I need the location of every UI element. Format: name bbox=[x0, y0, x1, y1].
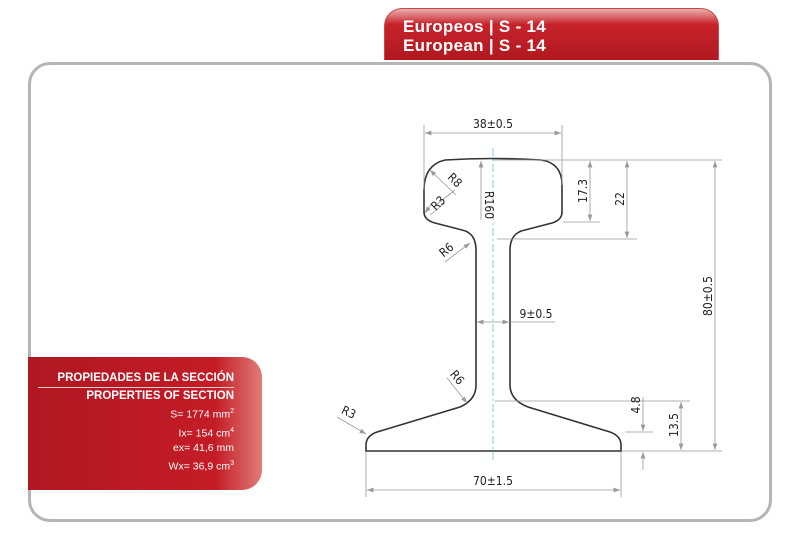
radius-r6-top: R6 bbox=[436, 240, 456, 260]
drawing-frame bbox=[28, 62, 772, 522]
dim-total-height: 80±0.5 bbox=[701, 276, 715, 316]
section-properties-panel: PROPIEDADES DE LA SECCIÓN PROPERTIES OF … bbox=[28, 357, 262, 490]
divider bbox=[38, 387, 234, 388]
radius-r6-bottom: R6 bbox=[447, 367, 467, 387]
property-centroid: ex= 41,6 mm bbox=[173, 442, 234, 454]
title-spanish: Europeos | S - 14 bbox=[403, 17, 547, 36]
properties-title-es: PROPIEDADES DE LA SECCIÓN bbox=[57, 372, 234, 384]
dim-head-height: 17.3 bbox=[576, 179, 590, 203]
title-english: European | S - 14 bbox=[403, 36, 547, 55]
dim-head-width: 38±0.5 bbox=[473, 117, 513, 131]
dim-foot-width: 70±1.5 bbox=[473, 474, 513, 488]
dim-head-total: 22 bbox=[613, 192, 627, 206]
property-modulus: Wx= 36,9 cm3 bbox=[168, 460, 234, 473]
properties-title-en: PROPERTIES OF SECTION bbox=[86, 390, 234, 402]
radius-r160: R160 bbox=[482, 191, 496, 219]
dim-foot-edge: 4.8 bbox=[629, 396, 643, 413]
title-tab: Europeos | S - 14 European | S - 14 bbox=[384, 8, 719, 60]
property-inertia: Ix= 154 cm4 bbox=[178, 426, 234, 440]
radius-r3-foot: R3 bbox=[339, 403, 358, 422]
property-area: S= 1774 mm2 bbox=[170, 408, 234, 421]
radius-r3-head: R3 bbox=[428, 193, 448, 213]
dim-foot-height: 13.5 bbox=[667, 413, 681, 437]
dim-web-thickness: 9±0.5 bbox=[519, 307, 552, 321]
